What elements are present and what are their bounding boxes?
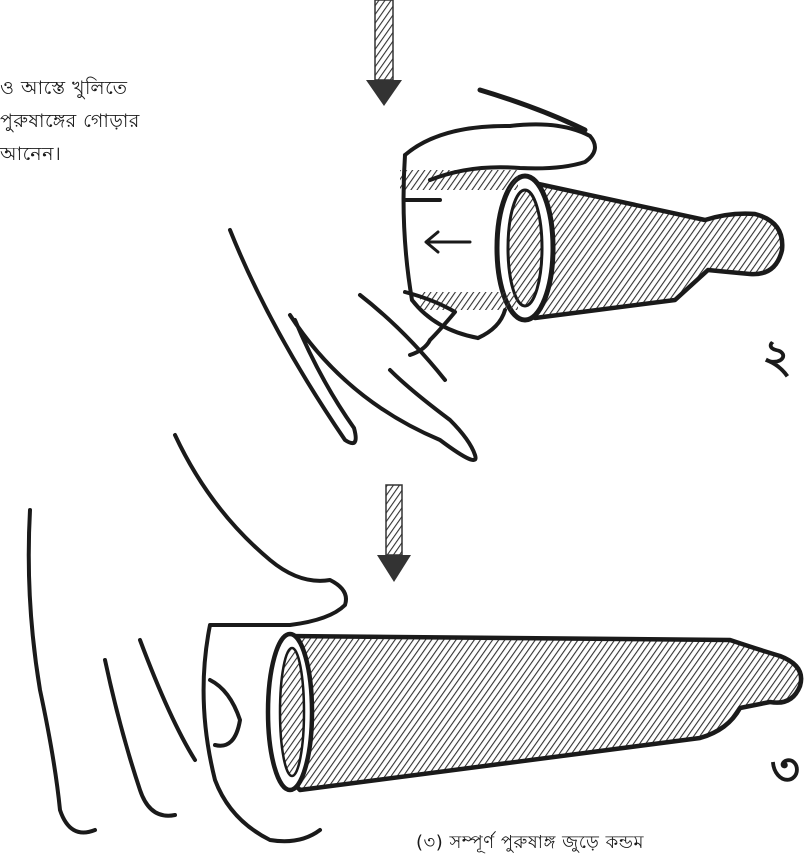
step3-drawing [29, 435, 801, 841]
condom-shaft-step3 [268, 634, 801, 790]
down-arrow-step1 [366, 0, 402, 106]
step2-drawing [230, 90, 782, 460]
condom-shaft-step2 [497, 176, 782, 320]
step-2-label: ২ [762, 322, 792, 398]
step-3-label: ৩ [770, 735, 800, 811]
bottom-instruction-caption: (৩) সম্পূর্ণ পুরুষাঙ্গ জুড়ে কন্ডম [416, 826, 644, 859]
down-arrow-step3 [377, 485, 411, 582]
